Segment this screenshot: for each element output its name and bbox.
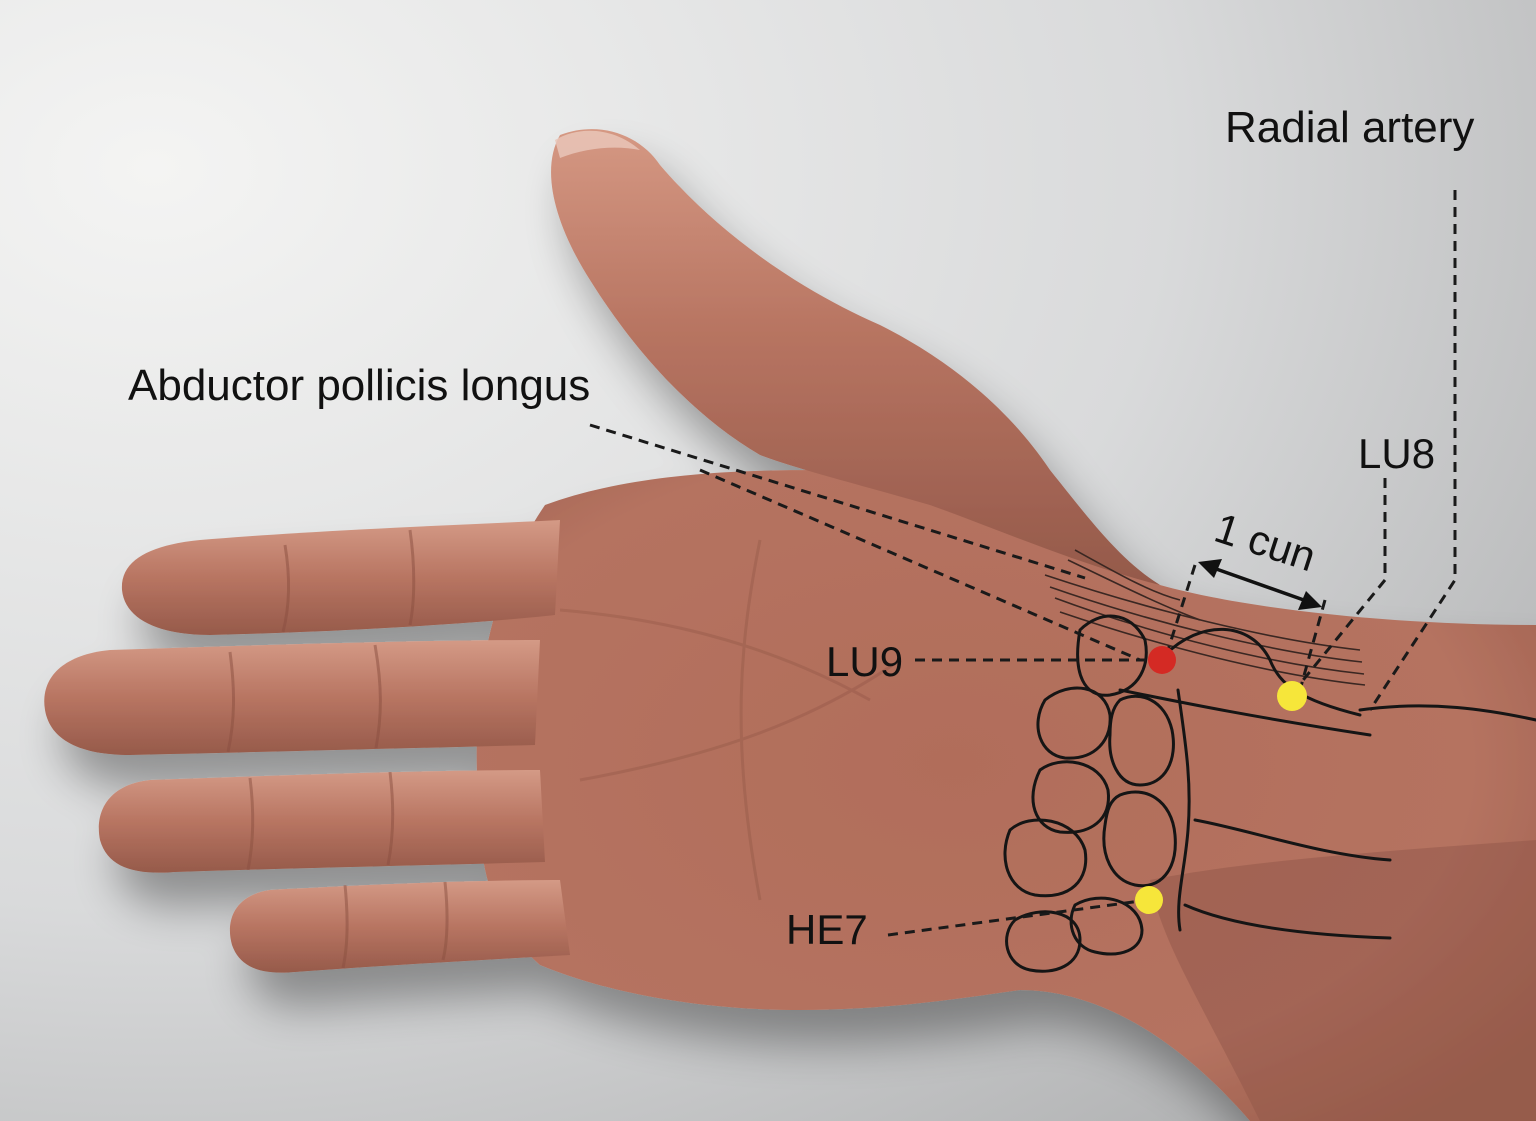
lu9-point (1148, 646, 1176, 674)
little-finger (229, 880, 570, 973)
lu9-label: LU9 (826, 638, 903, 685)
ring-finger (98, 770, 545, 873)
tendon-fibers (1044, 549, 1366, 686)
lu8-leader (1293, 478, 1387, 691)
thumb (551, 129, 1160, 586)
hand-illustration (44, 129, 1536, 1121)
abductor-leader (589, 423, 1086, 580)
he7-point (1135, 886, 1163, 914)
middle-finger (44, 640, 541, 755)
wrist-shadow (1150, 840, 1536, 1121)
cun-measure-arrow (1198, 559, 1322, 610)
finger-creases (226, 529, 449, 969)
abductor-leader-2 (699, 468, 1141, 662)
he7-label: HE7 (786, 906, 868, 953)
thumbnail (555, 130, 640, 158)
carpal-bones (1003, 614, 1536, 973)
radial-artery-leader (1368, 190, 1457, 711)
leader-lines (589, 190, 1457, 937)
palm-creases (559, 539, 901, 901)
index-finger (121, 520, 560, 635)
radial-artery-label: Radial artery (1225, 103, 1474, 152)
abductor-label: Abductor pollicis longus (128, 361, 590, 410)
cun-tick-left (1166, 564, 1197, 651)
cun-tick-right (1298, 599, 1327, 691)
he7-leader (887, 898, 1149, 937)
lu8-point (1277, 681, 1307, 711)
lu8-label: LU8 (1358, 430, 1435, 477)
